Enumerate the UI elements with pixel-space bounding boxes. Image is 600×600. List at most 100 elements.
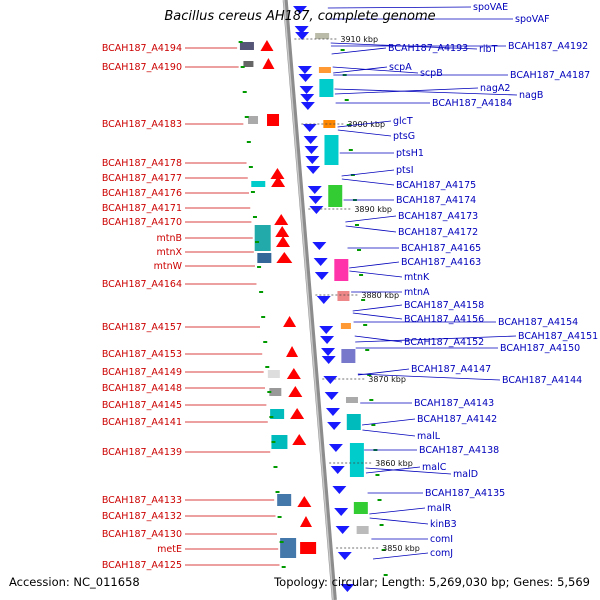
reverse-gene-block-13 xyxy=(353,502,368,514)
reverse-gene-1 xyxy=(294,26,309,34)
accession-text: Accession: NC_011658 xyxy=(9,575,140,589)
right-label-leader-14 xyxy=(341,169,395,177)
forward-gene-8 xyxy=(276,252,293,263)
right-label-leader-21 xyxy=(349,270,403,278)
reverse-gene-8 xyxy=(302,124,317,132)
reverse-gene-11 xyxy=(305,156,320,164)
right-label-leader-36 xyxy=(365,467,452,475)
reverse-gene-18 xyxy=(314,272,329,280)
right-gene-label-35: malC xyxy=(422,462,447,473)
right-gene-label-41: comJ xyxy=(430,548,453,559)
right-gene-label-17: BCAH187_A4173 xyxy=(398,211,478,222)
left-gene-label-19: BCAH187_A4133 xyxy=(102,495,182,506)
reverse-gene-block-11 xyxy=(346,414,361,430)
forward-gene-5 xyxy=(274,214,289,225)
reverse-gene-26 xyxy=(325,408,340,416)
left-gene-label-4: BCAH187_A4177 xyxy=(102,173,182,184)
right-gene-label-9: nagB xyxy=(519,90,543,101)
reverse-gene-block-0 xyxy=(315,33,330,39)
right-label-leader-6 xyxy=(332,66,419,74)
reverse-gene-2 xyxy=(295,32,310,40)
kbp-tick-label-2: 3890 kbp xyxy=(354,205,392,214)
right-gene-label-5: scpA xyxy=(389,62,412,73)
reverse-gene-30 xyxy=(332,486,347,494)
forward-gene-block-7 xyxy=(269,388,282,396)
right-label-leader-30 xyxy=(357,373,501,381)
right-gene-label-19: BCAH187_A4165 xyxy=(401,243,481,254)
map-title: Bacillus cereus AH187, complete genome xyxy=(164,9,436,24)
left-gene-label-11: BCAH187_A4164 xyxy=(102,279,182,290)
right-label-leader-33 xyxy=(362,429,416,437)
right-gene-label-1: spoVAF xyxy=(515,14,550,25)
reverse-gene-33 xyxy=(337,552,352,560)
forward-gene-7 xyxy=(276,236,291,247)
right-gene-label-16: BCAH187_A4174 xyxy=(396,195,476,206)
kbp-tick-label-5: 3860 kbp xyxy=(375,459,413,468)
right-label-leader-2 xyxy=(331,47,387,55)
left-gene-label-17: BCAH187_A4141 xyxy=(102,417,182,428)
reverse-gene-14 xyxy=(308,196,323,204)
right-label-leader-23 xyxy=(352,304,403,312)
right-gene-label-39: kinB3 xyxy=(430,519,457,530)
reverse-gene-block-12 xyxy=(349,443,364,477)
right-label-leader-12 xyxy=(337,129,392,137)
right-label-leader-17 xyxy=(345,215,397,223)
right-gene-label-13: ptsH1 xyxy=(396,148,424,159)
forward-gene-13 xyxy=(290,408,305,419)
right-gene-label-38: malR xyxy=(427,503,452,514)
right-gene-label-15: BCAH187_A4175 xyxy=(396,180,476,191)
reverse-gene-19 xyxy=(316,296,331,304)
reverse-gene-32 xyxy=(335,526,350,534)
kbp-tick-label-6: 3850 kbp xyxy=(382,544,420,553)
forward-gene-10 xyxy=(286,346,299,357)
reverse-gene-6 xyxy=(300,94,315,102)
right-label-leader-26 xyxy=(355,335,517,343)
right-gene-label-37: BCAH187_A4135 xyxy=(425,488,505,499)
reverse-gene-block-4 xyxy=(324,135,339,165)
genome-backbone xyxy=(282,0,337,600)
forward-gene-block-8 xyxy=(270,409,285,419)
forward-gene-block-0 xyxy=(239,42,254,50)
left-gene-label-18: BCAH187_A4139 xyxy=(102,447,182,458)
left-gene-label-0: BCAH187_A4194 xyxy=(102,43,182,54)
reverse-gene-block-8 xyxy=(340,323,351,329)
right-gene-label-33: malL xyxy=(417,431,441,442)
right-gene-label-2: BCAH187_A4193 xyxy=(388,43,468,54)
right-gene-label-7: BCAH187_A4187 xyxy=(510,70,590,81)
right-label-leader-5 xyxy=(333,66,388,74)
right-gene-label-20: BCAH187_A4163 xyxy=(401,257,481,268)
left-gene-label-1: BCAH187_A4190 xyxy=(102,62,182,73)
left-gene-label-16: BCAH187_A4145 xyxy=(102,400,182,411)
reverse-gene-31 xyxy=(334,508,349,516)
right-gene-label-22: mtnA xyxy=(404,287,430,298)
forward-gene-block-9 xyxy=(271,435,288,449)
forward-gene-3 xyxy=(270,168,285,179)
left-gene-label-8: mtnB xyxy=(156,233,182,244)
right-gene-label-6: scpB xyxy=(420,68,443,79)
reverse-gene-34 xyxy=(340,584,355,592)
left-gene-label-9: mtnX xyxy=(156,247,182,258)
right-gene-label-34: BCAH187_A4138 xyxy=(419,445,499,456)
right-label-leader-38 xyxy=(369,507,426,515)
kbp-tick-label-3: 3880 kbp xyxy=(361,291,399,300)
left-gene-label-7: BCAH187_A4170 xyxy=(102,217,182,228)
reverse-gene-16 xyxy=(312,242,327,250)
reverse-gene-29 xyxy=(330,466,345,474)
right-label-leader-18 xyxy=(345,225,397,233)
right-label-leader-24 xyxy=(352,312,403,320)
right-gene-label-27: BCAH187_A4152 xyxy=(404,337,484,348)
left-gene-label-20: BCAH187_A4132 xyxy=(102,511,182,522)
right-gene-label-0: spoVAE xyxy=(473,2,508,13)
forward-gene-block-3 xyxy=(251,181,266,187)
right-gene-label-40: comI xyxy=(430,534,453,545)
right-gene-label-24: BCAH187_A4156 xyxy=(404,314,484,325)
reverse-gene-7 xyxy=(300,102,315,110)
genome-backbone-highlight xyxy=(283,0,334,600)
right-label-leader-20 xyxy=(349,261,400,269)
reverse-gene-block-10 xyxy=(345,397,358,403)
forward-gene-2 xyxy=(267,114,280,126)
left-gene-label-13: BCAH187_A4153 xyxy=(102,349,182,360)
reverse-gene-24 xyxy=(323,376,338,384)
